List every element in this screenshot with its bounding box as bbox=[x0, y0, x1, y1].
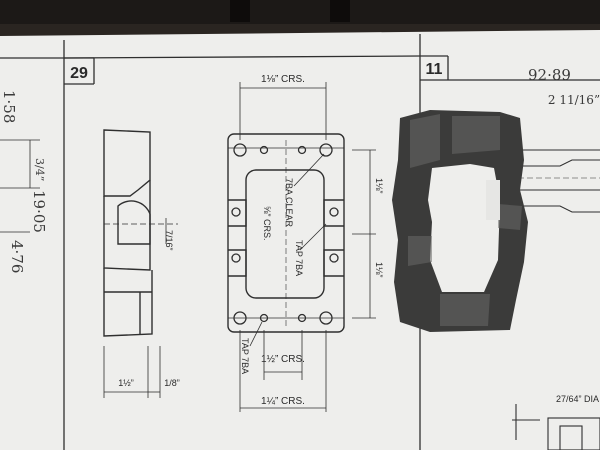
handwritten-left-mid: 19·05 bbox=[30, 190, 48, 233]
side-elevation-drawing bbox=[103, 129, 178, 337]
note-tap-7ba-bottom: TAP 7BA bbox=[240, 338, 250, 374]
left-part-dims bbox=[103, 218, 167, 398]
chair-leg bbox=[330, 0, 350, 22]
mounting-holes bbox=[231, 143, 339, 325]
dim-base-left: 1½” bbox=[118, 378, 134, 388]
handwritten-right-fraction: 2 11/16” bbox=[548, 93, 600, 107]
dim-notch-depth: 7/16” bbox=[164, 230, 174, 251]
dim-bottom-crs-1: 1½” CRS. bbox=[261, 354, 305, 365]
section-number-29: 29 bbox=[70, 65, 88, 82]
right-panel-sketch bbox=[500, 149, 600, 450]
note-tap-7ba-right: TAP 7BA bbox=[294, 240, 304, 276]
handwritten-left-low: 4·76 bbox=[8, 240, 26, 273]
handwritten-left-fraction: 3/4” bbox=[33, 158, 46, 181]
shadow-strip bbox=[0, 0, 600, 24]
drawing-frame bbox=[0, 34, 600, 450]
plan-view-drawing bbox=[227, 133, 345, 333]
note-7ba-clear: 7BA CLEAR bbox=[284, 178, 294, 228]
left-edge-dims bbox=[0, 139, 40, 233]
handwritten-left-top: 1·58 bbox=[0, 90, 18, 123]
section-number-11: 11 bbox=[426, 61, 443, 78]
iron-casting bbox=[392, 110, 528, 332]
dim-base-right: 1/8” bbox=[164, 378, 180, 388]
dim-dia: 27/64” DIA bbox=[556, 394, 599, 404]
dim-top-crs: 1⅛” CRS. bbox=[261, 74, 305, 85]
chair-leg bbox=[230, 0, 250, 22]
plan-dims bbox=[239, 82, 376, 412]
handwritten-right-top: 92·89 bbox=[528, 66, 571, 84]
dim-bottom-crs-2: 1¼” CRS. bbox=[261, 395, 305, 407]
dim-center-crs: ⅝” CRS. bbox=[262, 206, 272, 241]
leader-line bbox=[249, 153, 327, 347]
dim-right-upper: 1⅛” bbox=[374, 178, 384, 194]
dim-right-lower: 1⅛” bbox=[374, 262, 384, 278]
